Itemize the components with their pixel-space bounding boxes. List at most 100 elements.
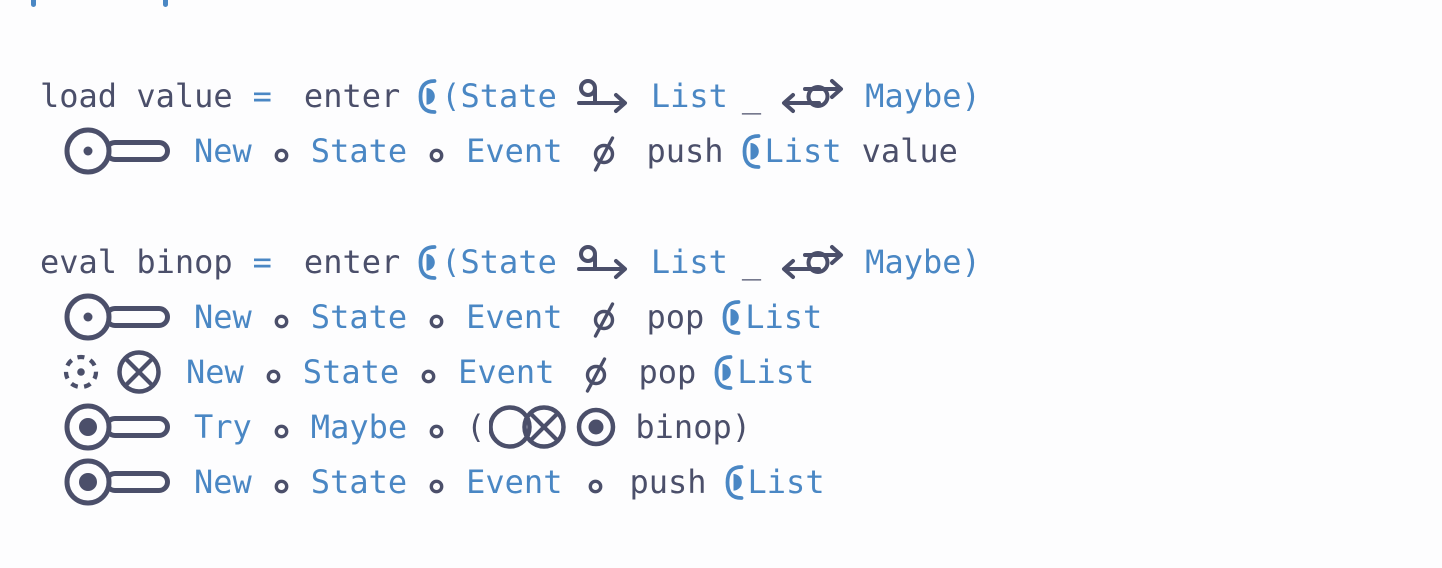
dot-sep-icon[interactable] — [421, 369, 436, 384]
arrow-hook-icon[interactable] — [575, 78, 633, 115]
code-line-7[interactable]: New State Event push List — [62, 454, 825, 510]
dot-sep-icon[interactable] — [429, 314, 444, 329]
code-token[interactable]: value — [861, 132, 958, 170]
code-line-4[interactable]: New State Event pop List — [62, 289, 822, 345]
at-icon[interactable] — [416, 244, 439, 281]
token-spacer — [252, 427, 274, 428]
token-spacer — [233, 96, 253, 97]
slash-circle-icon[interactable] — [580, 354, 612, 394]
dot-sep-icon[interactable] — [274, 314, 289, 329]
code-token[interactable]: List — [747, 463, 825, 501]
code-token[interactable]: List — [737, 353, 815, 391]
key-dot-icon[interactable] — [62, 125, 172, 177]
code-line-3[interactable]: eval binop = enter (State List _ Maybe) — [40, 234, 981, 290]
code-token[interactable]: Event — [466, 463, 563, 501]
token-spacer — [620, 317, 646, 318]
token-spacer — [612, 372, 638, 373]
key-target-icon[interactable] — [62, 401, 172, 453]
code-token[interactable]: pop — [646, 298, 705, 336]
at-icon[interactable] — [416, 78, 439, 115]
code-token[interactable]: Event — [466, 132, 563, 170]
code-line-6[interactable]: Try Maybe ( binop) — [62, 399, 751, 455]
code-token[interactable]: push — [629, 463, 707, 501]
token-spacer — [100, 372, 116, 373]
code-token[interactable]: List — [745, 298, 823, 336]
code-token[interactable]: List — [764, 132, 842, 170]
code-token[interactable]: New — [194, 132, 252, 170]
code-token[interactable]: load value — [40, 77, 233, 115]
code-token[interactable]: Event — [458, 353, 555, 391]
circle-x-icon[interactable] — [116, 349, 162, 395]
token-spacer — [444, 482, 466, 483]
code-token[interactable]: New — [194, 298, 252, 336]
code-token[interactable]: binop) — [635, 408, 751, 446]
at-icon[interactable] — [712, 354, 735, 391]
target-icon[interactable] — [575, 406, 617, 448]
code-token[interactable]: _ — [741, 77, 762, 115]
code-token[interactable]: State — [310, 298, 408, 336]
dot-sep-icon[interactable] — [588, 479, 603, 494]
dot-sep-icon[interactable] — [274, 479, 289, 494]
at-icon[interactable] — [723, 464, 746, 501]
code-token[interactable]: New — [194, 463, 252, 501]
dot-sep-icon[interactable] — [274, 424, 289, 439]
two-circles-x-icon[interactable] — [489, 404, 569, 450]
token-spacer — [617, 427, 635, 428]
code-token[interactable]: State — [302, 353, 400, 391]
code-token[interactable]: ( — [466, 408, 486, 446]
token-spacer — [407, 317, 429, 318]
code-token[interactable]: eval binop — [40, 243, 233, 281]
token-spacer — [407, 151, 429, 152]
token-spacer — [562, 151, 588, 152]
token-spacer — [444, 317, 466, 318]
at-icon[interactable] — [740, 133, 763, 170]
token-spacer — [399, 372, 421, 373]
code-token[interactable]: Event — [466, 298, 563, 336]
code-token[interactable]: push — [646, 132, 724, 170]
key-target-icon[interactable] — [62, 456, 172, 508]
code-token[interactable]: Maybe) — [865, 243, 981, 281]
code-token[interactable]: (State — [441, 243, 557, 281]
token-spacer — [707, 482, 723, 483]
code-line-2[interactable]: New State Event push List value — [62, 123, 958, 179]
code-token[interactable]: State — [310, 463, 408, 501]
arrow-shuffle-icon[interactable] — [777, 74, 849, 118]
code-token[interactable]: _ — [741, 243, 762, 281]
dot-sep-icon[interactable] — [429, 148, 444, 163]
slash-circle-icon[interactable] — [588, 133, 620, 173]
token-spacer — [633, 96, 651, 97]
token-spacer — [172, 151, 194, 152]
code-token[interactable]: (State — [441, 77, 557, 115]
dot-sep-icon[interactable] — [274, 148, 289, 163]
code-line-5[interactable]: New State Event pop List — [62, 344, 814, 400]
code-token[interactable]: Maybe) — [865, 77, 981, 115]
slash-circle-icon[interactable] — [588, 299, 620, 339]
token-spacer — [289, 482, 311, 483]
code-token[interactable]: enter — [303, 243, 401, 281]
code-token[interactable]: List — [650, 77, 728, 115]
at-icon[interactable] — [720, 299, 743, 336]
token-spacer — [407, 482, 429, 483]
dot-sep-icon[interactable] — [429, 424, 444, 439]
code-token[interactable]: pop — [638, 353, 697, 391]
key-dot-icon[interactable] — [62, 291, 172, 343]
code-token[interactable]: List — [650, 243, 728, 281]
dashed-circle-icon[interactable] — [62, 353, 100, 391]
code-token[interactable]: New — [186, 353, 244, 391]
code-token[interactable]: enter — [303, 77, 401, 115]
dot-sep-icon[interactable] — [266, 369, 281, 384]
token-spacer — [252, 151, 274, 152]
dot-sep-icon[interactable] — [429, 479, 444, 494]
code-token[interactable]: = — [252, 77, 272, 115]
clipped-descender — [31, 0, 36, 7]
code-token[interactable]: Maybe — [310, 408, 408, 446]
code-line-1[interactable]: load value = enter (State List _ Maybe) — [40, 68, 981, 124]
code-token[interactable]: Try — [194, 408, 252, 446]
code-token[interactable]: = — [252, 243, 272, 281]
arrow-hook-icon[interactable] — [575, 244, 633, 281]
token-spacer — [289, 151, 311, 152]
token-spacer — [172, 427, 194, 428]
code-token[interactable]: State — [310, 132, 408, 170]
arrow-shuffle-icon[interactable] — [777, 240, 849, 284]
